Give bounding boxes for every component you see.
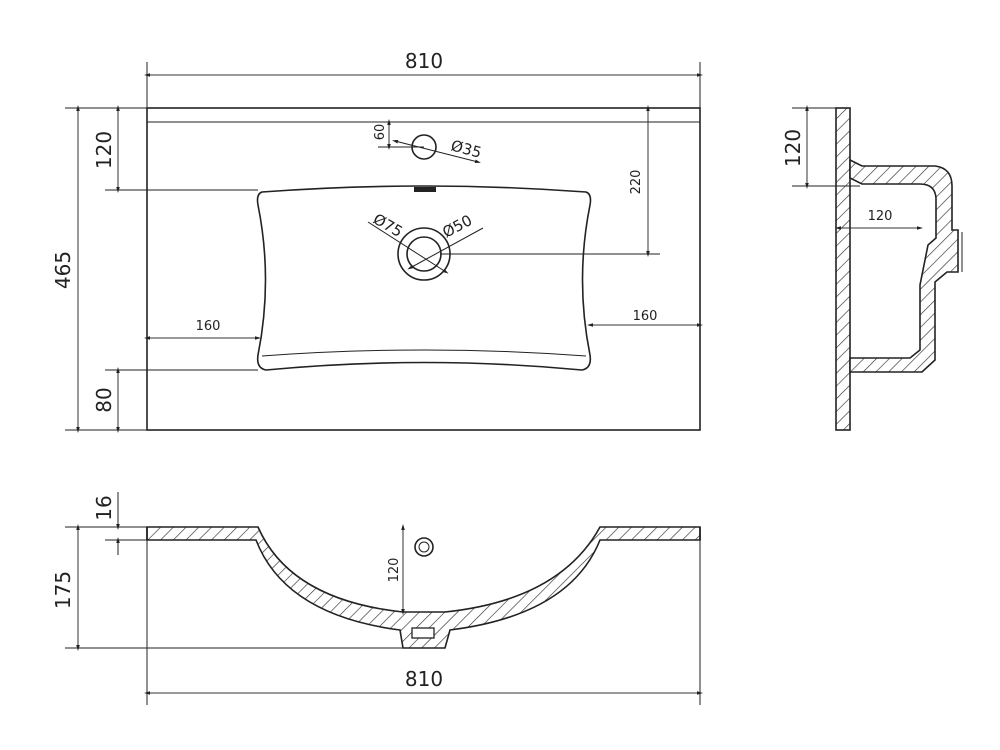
side-wall	[835, 107, 851, 431]
tap-offset-label: 60	[373, 124, 388, 141]
side-bowl-section	[849, 158, 959, 373]
right-margin-label: 160	[633, 309, 658, 324]
basin-section	[146, 526, 701, 649]
basin-front-edge	[261, 349, 587, 357]
front-section-view: 16 175 120 810	[51, 492, 703, 705]
rim-thickness-label: 16	[92, 495, 116, 520]
drain-inner-label: Ø50	[439, 211, 475, 241]
left-margin-label: 160	[196, 319, 221, 334]
side-section-view: 120 120	[781, 105, 963, 431]
tap-hole-label: Ø35	[449, 136, 484, 161]
depth-label: 465	[51, 251, 75, 289]
back-margin-label: 80	[92, 387, 116, 412]
outlet-opening	[411, 627, 435, 639]
overflow-hole	[414, 537, 434, 557]
drain-outer-label: Ø75	[370, 210, 406, 241]
width-label: 810	[405, 49, 443, 73]
front-width-label: 810	[405, 667, 443, 691]
basin-outline	[256, 185, 592, 371]
front-margin-label: 120	[92, 131, 116, 169]
top-view: 810 465 120 80 60 Ø35 220 Ø75 Ø50 16	[51, 49, 703, 433]
front-height-label: 175	[51, 571, 75, 609]
side-depth-label: 120	[868, 209, 893, 224]
drain-offset-label: 220	[629, 170, 644, 195]
side-height-label: 120	[781, 129, 805, 167]
countertop-outline	[146, 107, 701, 431]
bowl-depth-label: 120	[387, 558, 402, 583]
overflow-slot	[414, 187, 436, 192]
